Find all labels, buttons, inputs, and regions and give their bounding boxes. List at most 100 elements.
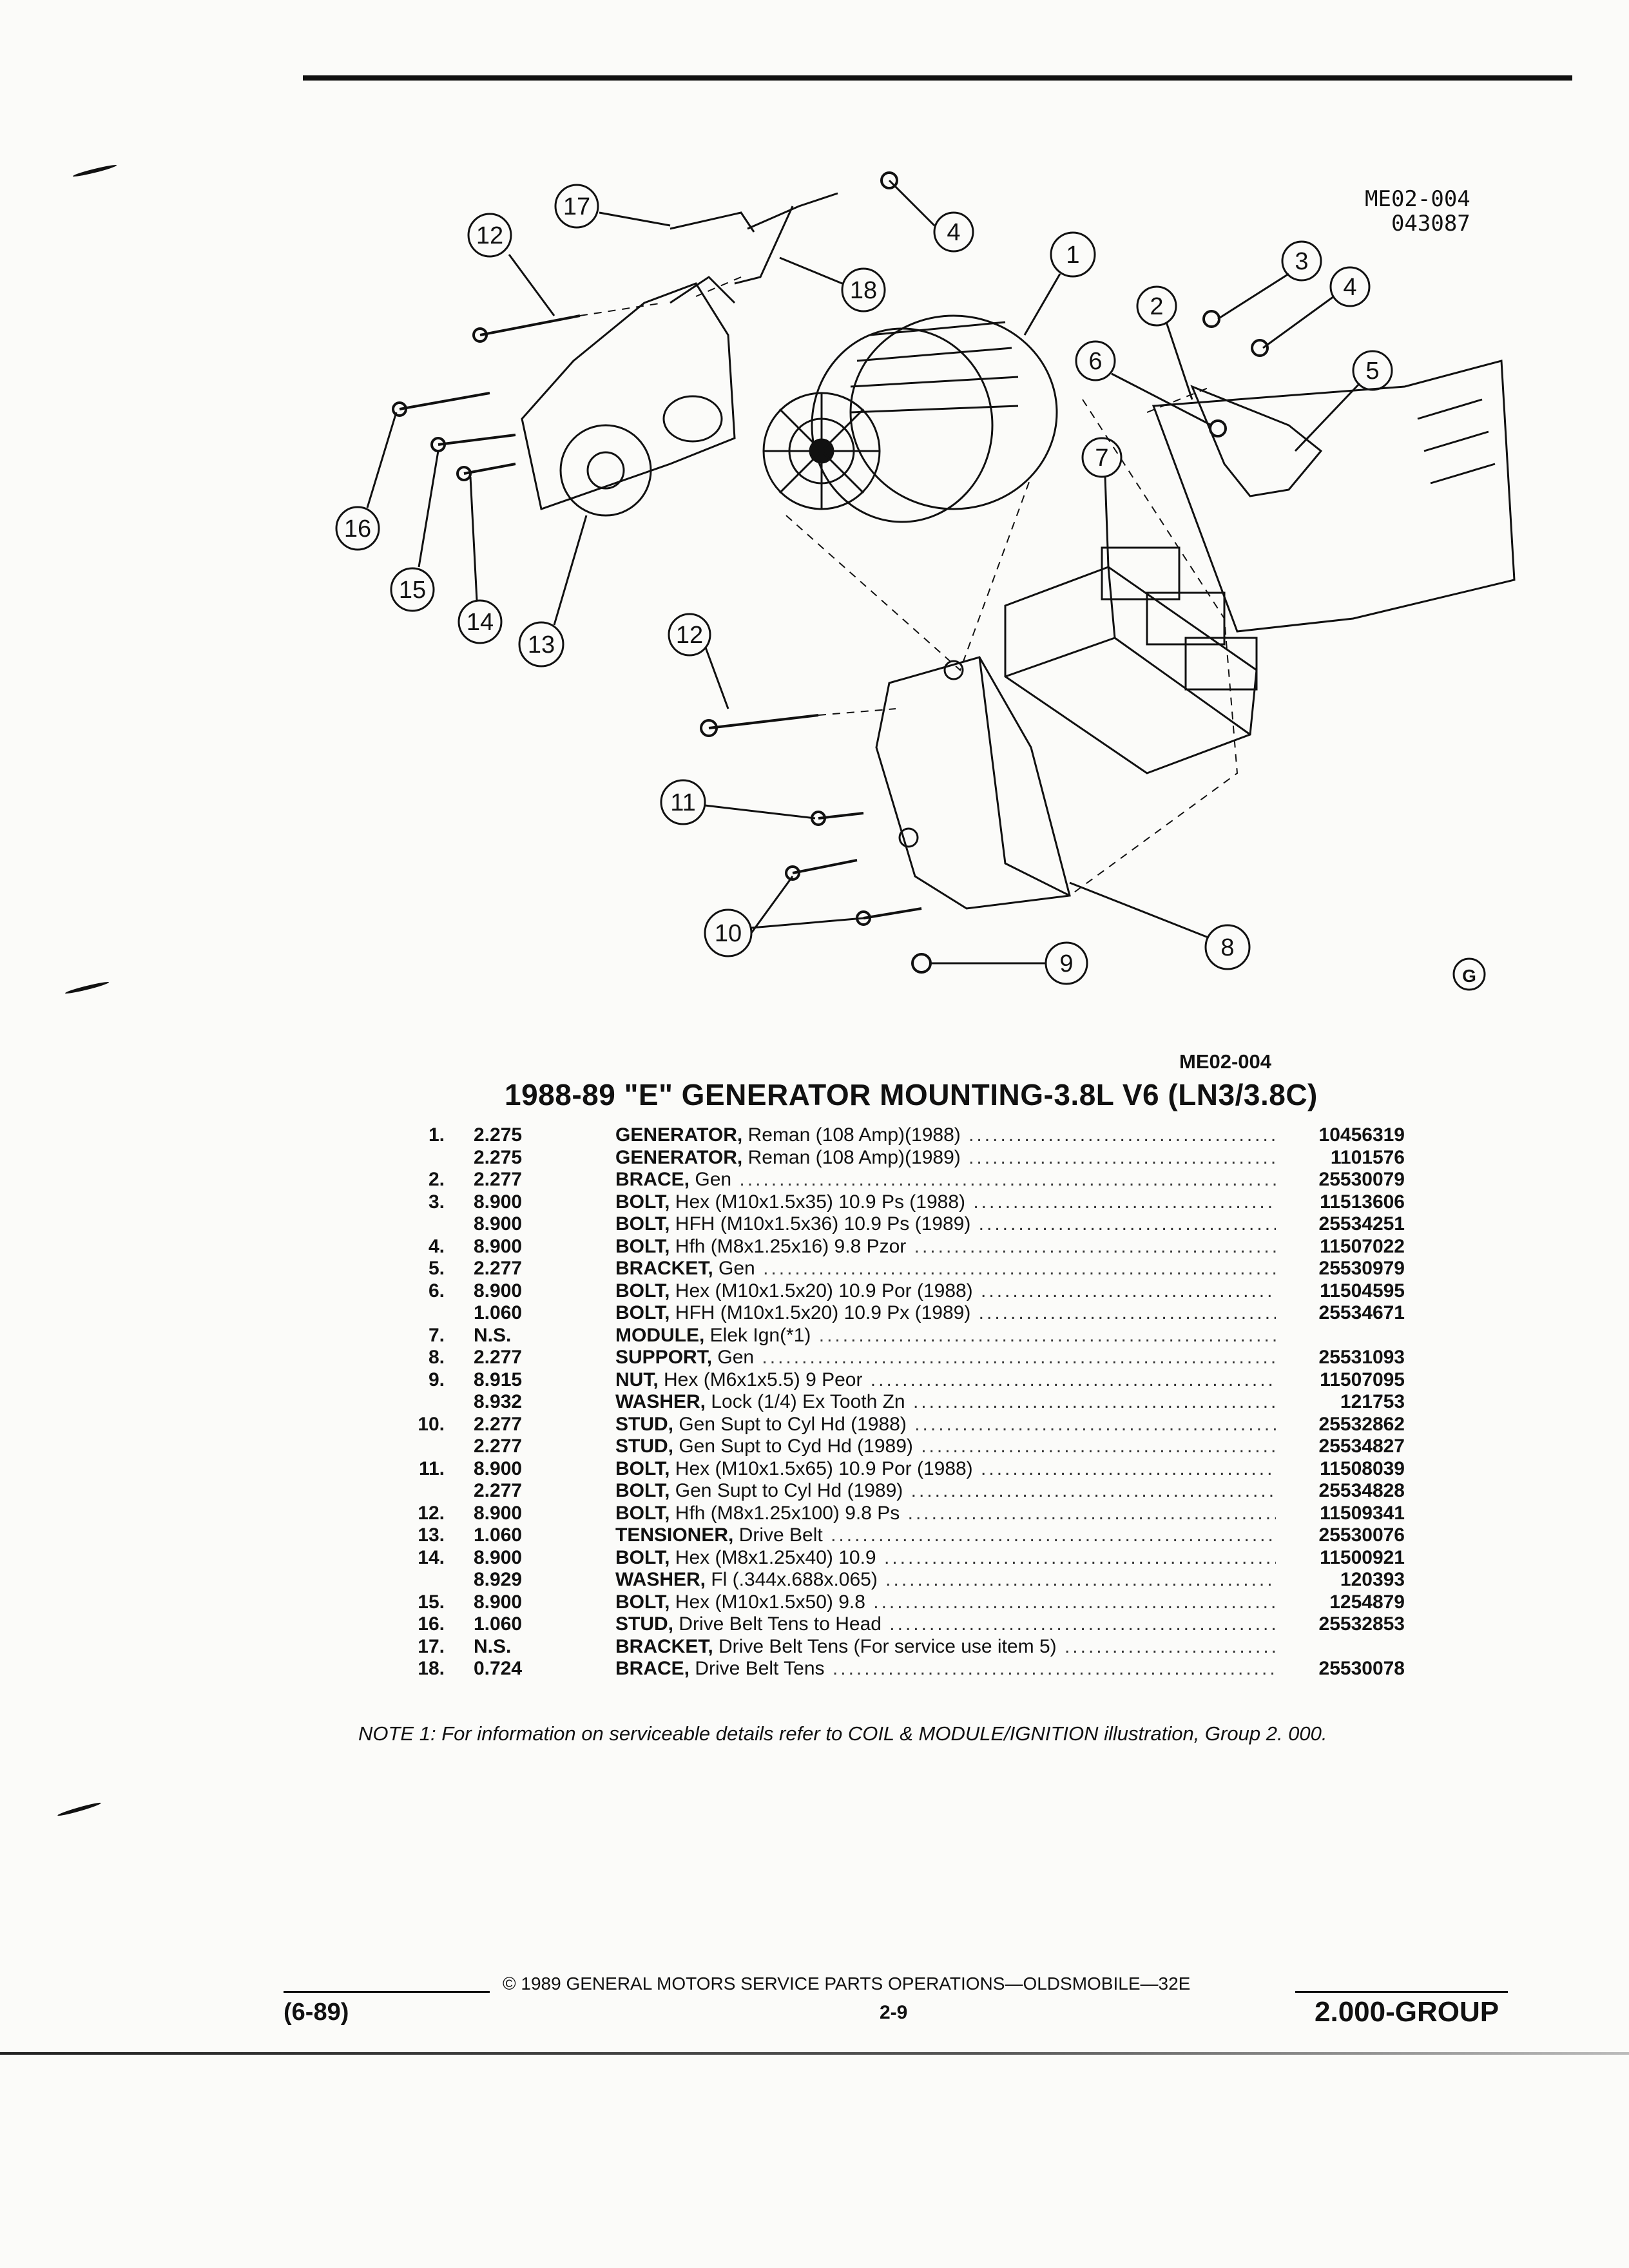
part-spec: Hex (M10x1.5x65) 10.9 Por (1988) [675, 1457, 973, 1479]
part-name: BRACE, [615, 1169, 690, 1190]
part-spec: Lock (1/4) Ex Tooth Zn [711, 1391, 905, 1412]
group-number: 2.277 [474, 1169, 523, 1190]
top-rule [303, 75, 1572, 81]
group-number: 2.275 [474, 1146, 523, 1168]
part-name: WASHER, [615, 1391, 706, 1412]
part-spec: Hex (M10x1.5x35) 10.9 Ps (1988) [675, 1191, 966, 1213]
item-number: 7. [428, 1324, 445, 1346]
leader-dots: ........................................… [1064, 1635, 1276, 1657]
part-number: 25530979 [1318, 1258, 1405, 1279]
part-number: 11504595 [1320, 1280, 1405, 1302]
svg-text:6: 6 [1088, 348, 1102, 375]
part-spec: Gen [695, 1169, 732, 1190]
footnote: NOTE 1: For information on serviceable d… [358, 1722, 1327, 1745]
part-name: BRACKET, [615, 1258, 713, 1279]
footer-group: 2.000-GROUP [1315, 1996, 1499, 2028]
drawing-id-block: ME02-004 043087 [1365, 187, 1470, 236]
part-name: BOLT, [615, 1213, 670, 1235]
svg-text:18: 18 [850, 277, 877, 304]
part-description: BOLT, Hex (M10x1.5x50) 9.8 .............… [615, 1591, 1276, 1614]
group-number: 8.929 [474, 1569, 523, 1590]
part-number: 25532862 [1318, 1413, 1405, 1435]
svg-text:3: 3 [1295, 248, 1308, 275]
part-spec: Drive Belt Tens [695, 1658, 825, 1679]
group-number: N.S. [474, 1635, 512, 1657]
part-description: SUPPORT, Gen ...........................… [615, 1347, 1276, 1369]
tensioner-illustration [521, 276, 736, 517]
part-number: 25534827 [1318, 1436, 1405, 1457]
item-number: 9. [428, 1369, 445, 1390]
part-spec: Drive Belt Tens to Head [679, 1613, 882, 1635]
svg-text:4: 4 [1343, 274, 1356, 301]
group-number: 8.900 [474, 1191, 523, 1213]
svg-text:15: 15 [399, 577, 426, 604]
item-number: 11. [418, 1457, 445, 1479]
drawing-date-code: 043087 [1391, 211, 1470, 236]
scan-mark [57, 1801, 102, 1818]
part-description: BRACE, Drive Belt Tens .................… [615, 1658, 1276, 1680]
leader-dots: ........................................… [969, 1146, 1276, 1168]
group-number: 2.277 [474, 1480, 523, 1501]
item-number: 16. [418, 1613, 445, 1635]
leader-dots: ........................................… [885, 1569, 1276, 1590]
part-name: BOLT, [615, 1480, 670, 1501]
leader-dots: ........................................… [818, 1324, 1276, 1346]
part-number: 25530079 [1318, 1169, 1405, 1190]
group-number: 1.060 [474, 1302, 523, 1323]
page-title: 1988-89 "E" GENERATOR MOUNTING-3.8L V6 (… [505, 1078, 1318, 1111]
leader-dots: ........................................… [914, 1413, 1276, 1435]
footer-rule-right [1295, 1991, 1508, 1993]
part-number: 120393 [1340, 1569, 1405, 1590]
group-number: 8.900 [474, 1546, 523, 1568]
part-description: MODULE, Elek Ign(*1) ...................… [615, 1325, 1276, 1347]
part-name: BOLT, [615, 1302, 670, 1323]
parts-row: 7.N.S.MODULE, Elek Ign(*1) .............… [361, 1325, 1405, 1347]
part-name: BOLT, [615, 1591, 670, 1613]
part-description: BOLT, Hfh (M8x1.25x100) 9.8 Ps .........… [615, 1503, 1276, 1525]
leader-dots: ........................................… [911, 1480, 1276, 1501]
item-number: 2. [428, 1169, 445, 1190]
part-description: BOLT, Gen Supt to Cyl Hd (1989) ........… [615, 1480, 1276, 1503]
leader-dots: ........................................… [832, 1658, 1276, 1679]
part-name: WASHER, [615, 1569, 706, 1590]
item-number: 17. [418, 1635, 445, 1657]
item-number: 15. [418, 1591, 445, 1613]
part-number: 121753 [1340, 1391, 1405, 1412]
part-spec: Elek Ign(*1) [709, 1324, 811, 1346]
part-name: STUD, [615, 1436, 673, 1457]
part-spec: Fl (.344x.688x.065) [711, 1569, 878, 1590]
leader-dots: ........................................… [907, 1502, 1276, 1524]
part-description: BRACKET, Drive Belt Tens (For service us… [615, 1636, 1276, 1658]
part-name: BOLT, [615, 1280, 670, 1302]
drawing-id: ME02-004 [1365, 186, 1470, 212]
part-number: 1254879 [1329, 1591, 1405, 1613]
svg-text:13: 13 [528, 631, 555, 658]
part-name: TENSIONER, [615, 1524, 734, 1546]
svg-text:11: 11 [670, 789, 695, 816]
group-number: 2.277 [474, 1347, 523, 1368]
parts-row: 8.929 WASHER, Fl (.344x.688x.065) .......… [361, 1569, 1405, 1591]
footer-page-number: 2-9 [880, 2002, 908, 2023]
part-spec: Gen Supt to Cyl Hd (1988) [679, 1413, 907, 1435]
item-number: 3. [428, 1191, 445, 1213]
figure-caption-id: ME02-004 [1179, 1050, 1272, 1073]
item-number: 14. [418, 1546, 445, 1568]
part-spec: Drive Belt [738, 1524, 823, 1546]
item-number: 18. [418, 1658, 445, 1679]
part-name: SUPPORT, [615, 1347, 713, 1368]
brace-illustration [670, 192, 838, 285]
part-number: 25534251 [1318, 1213, 1405, 1235]
svg-text:12: 12 [476, 222, 503, 249]
part-description: GENERATOR, Reman (108 Amp)(1988) .......… [615, 1124, 1276, 1147]
part-name: BOLT, [615, 1235, 670, 1257]
part-description: BOLT, Hfh (M8x1.25x16) 9.8 Pzor ........… [615, 1236, 1276, 1258]
